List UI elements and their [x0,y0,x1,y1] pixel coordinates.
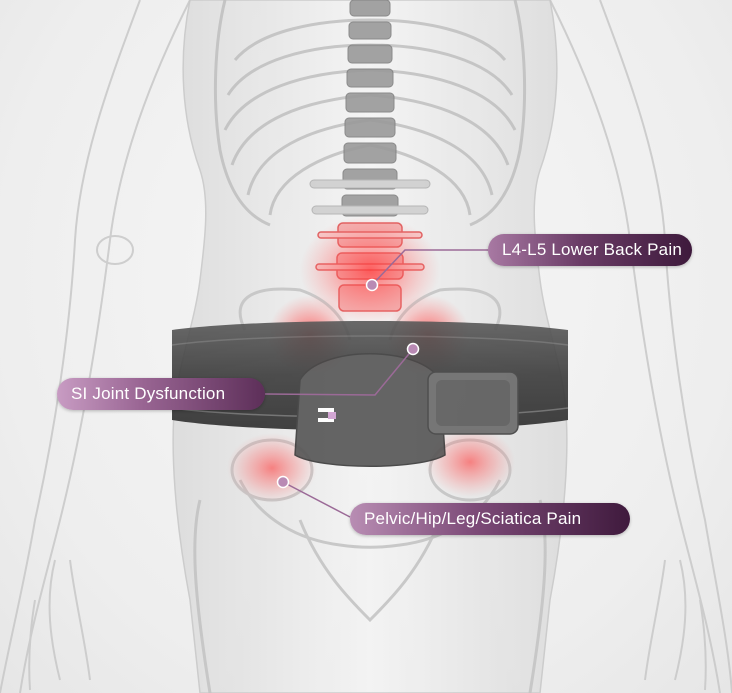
si-joint-dysfunction-label: SI Joint Dysfunction [57,378,265,410]
lower-back-pain-label: L4-L5 Lower Back Pain [488,234,692,266]
pelvic-hip-leg-sciatica-label: Pelvic/Hip/Leg/Sciatica Pain [350,503,630,535]
